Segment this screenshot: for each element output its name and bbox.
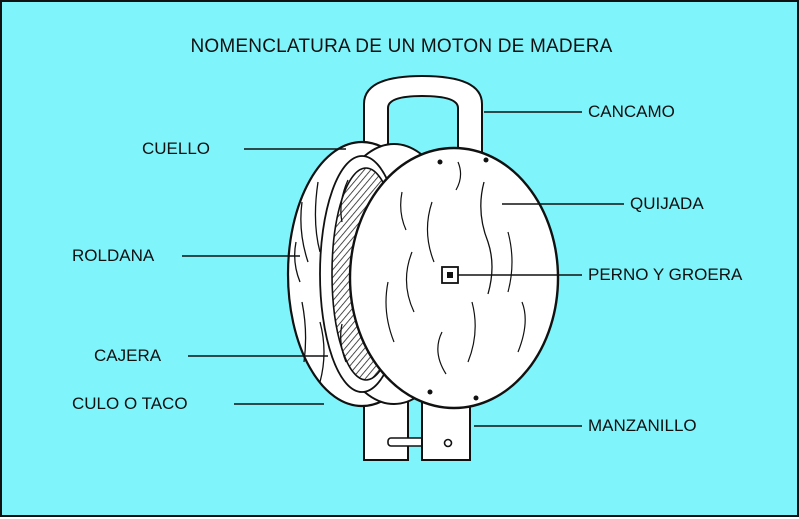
- label-cajera: CAJERA: [94, 346, 162, 365]
- label-quijada: QUIJADA: [630, 194, 704, 213]
- label-cancamo: CANCAMO: [588, 102, 675, 121]
- label-cuello: CUELLO: [142, 139, 211, 158]
- leader-lines: [182, 111, 624, 427]
- diagram-title: NOMENCLATURA DE UN MOTON DE MADERA: [190, 36, 613, 57]
- label-roldana: ROLDANA: [72, 246, 155, 265]
- label-perno: PERNO Y GROERA: [588, 265, 743, 284]
- label-culo: CULO O TACO: [72, 394, 188, 413]
- quijada-cheek: [348, 146, 560, 410]
- label-manzanillo: MANZANILLO: [588, 416, 697, 435]
